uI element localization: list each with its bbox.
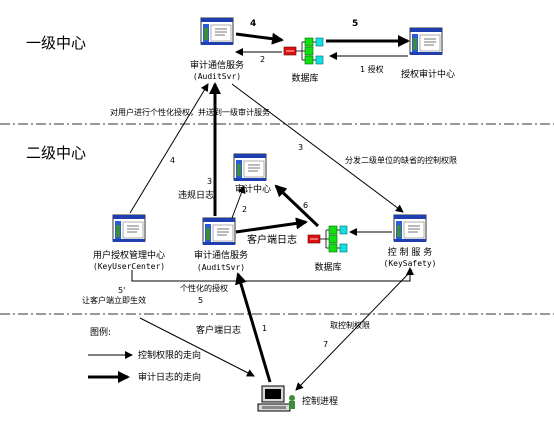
db-top-name: 数据库 [291,72,318,84]
edge-label-right-3: 3 [298,143,303,152]
edge-label-left-4: 4 [170,156,175,165]
fetch-control-label: 取控制权限 [330,320,370,330]
auth-audit-center-node[interactable]: 授权审计中心 [401,27,455,80]
user-auth-mgmt-code: (KeyUserCenter) [93,262,165,271]
edge-audit-top-to-control-service [231,83,404,213]
audit-svr-mid-code: (AuditSvr) [197,263,245,272]
edge-audit-to-db-thick [235,32,284,45]
audit-svr-mid-name: 审计通信服务 [194,249,248,261]
audit-center-node[interactable]: 审计中心 [233,153,271,195]
level2-title: 二级中心 [26,144,86,162]
edge-label-top-2: 2 [260,55,265,64]
audit-center-name: 审计中心 [235,183,271,195]
database-icon [283,37,324,65]
control-process-name: 控制进程 [302,395,338,407]
edge-personalized-auth [131,267,414,282]
personalized-auth-note: 对用户进行个性化授权，并送到一级审计服务 [110,107,270,117]
edge-label-top-1-auth: 1 授权 [360,64,384,74]
server-window-icon [200,17,234,46]
audit-svr-mid-node[interactable]: 审计通信服务 (AuditSvr) [194,217,248,272]
edge-usermgmt-to-audit-top [129,83,209,214]
legend: 图例: 控制权限的走向 审计日志的走向 [88,326,201,383]
legend-thin-label: 控制权限的走向 [138,349,201,361]
database-icon [307,225,348,253]
server-window-icon [202,217,236,246]
user-auth-mgmt-node[interactable]: 用户授权管理中心 (KeyUserCenter) [93,214,165,271]
edge-label-num-1: 1 [262,324,267,333]
level1-title: 一级中心 [26,34,86,52]
audit-svr-top-code: (AuditSvr) [193,72,241,81]
edge-label-num-5p: 5' [118,286,125,295]
legend-title: 图例: [90,326,111,338]
client-immediate-label: 让客户端立即生效 [82,295,146,305]
personalized-auth-label: 个性化的授权 [180,283,228,293]
control-service-code: (KeySafety) [384,259,437,268]
edge-label-num-7: 7 [323,340,328,349]
control-service-node[interactable]: 控 制 服 务 (KeySafety) [384,214,437,268]
control-service-name: 控 制 服 务 [388,246,433,258]
server-window-icon [409,27,443,56]
edge-control-service-to-process [295,269,413,391]
audit-svr-top-node[interactable]: 审计通信服务 (AuditSvr) [190,17,244,81]
edge-label-mid-6: 6 [303,201,308,210]
distribute-note: 分发二级单位的缺省的控制权限 [345,155,457,165]
auth-audit-center-name: 授权审计中心 [401,68,455,80]
audit-svr-top-name: 审计通信服务 [190,59,244,71]
workstation-icon [257,385,295,412]
edge-audit-mid-to-db-mid-thick [235,217,308,234]
client-log-mid-label: 客户端日志 [247,233,297,246]
db-top-node[interactable]: 数据库 [283,37,324,84]
user-auth-mgmt-name: 用户授权管理中心 [93,249,165,261]
edge-process-to-audit-mid-thick [235,272,272,383]
db-mid-node[interactable]: 数据库 [307,225,348,273]
edge-label-mid-3-thick: 3 [207,177,212,186]
db-mid-name: 数据库 [314,261,341,273]
control-process-node[interactable]: 控制进程 [257,385,338,412]
server-window-icon [112,214,146,243]
violation-log-label: 违规日志 [178,189,214,201]
edge-label-num-5: 5 [198,296,203,305]
edge-label-top-4: 4 [250,19,256,29]
edge-label-mid-2: 2 [242,205,247,214]
edge-legend-area-to-process [139,317,255,377]
client-log-low-label: 客户端日志 [196,324,241,336]
edge-audit-mid-to-audit-center [231,185,246,219]
edge-label-top-5: 5 [352,19,358,29]
server-window-icon [233,153,267,182]
edge-db-mid-to-audit-center-thick [274,184,320,228]
legend-thick-label: 审计日志的走向 [138,371,201,383]
server-window-icon [393,214,427,243]
